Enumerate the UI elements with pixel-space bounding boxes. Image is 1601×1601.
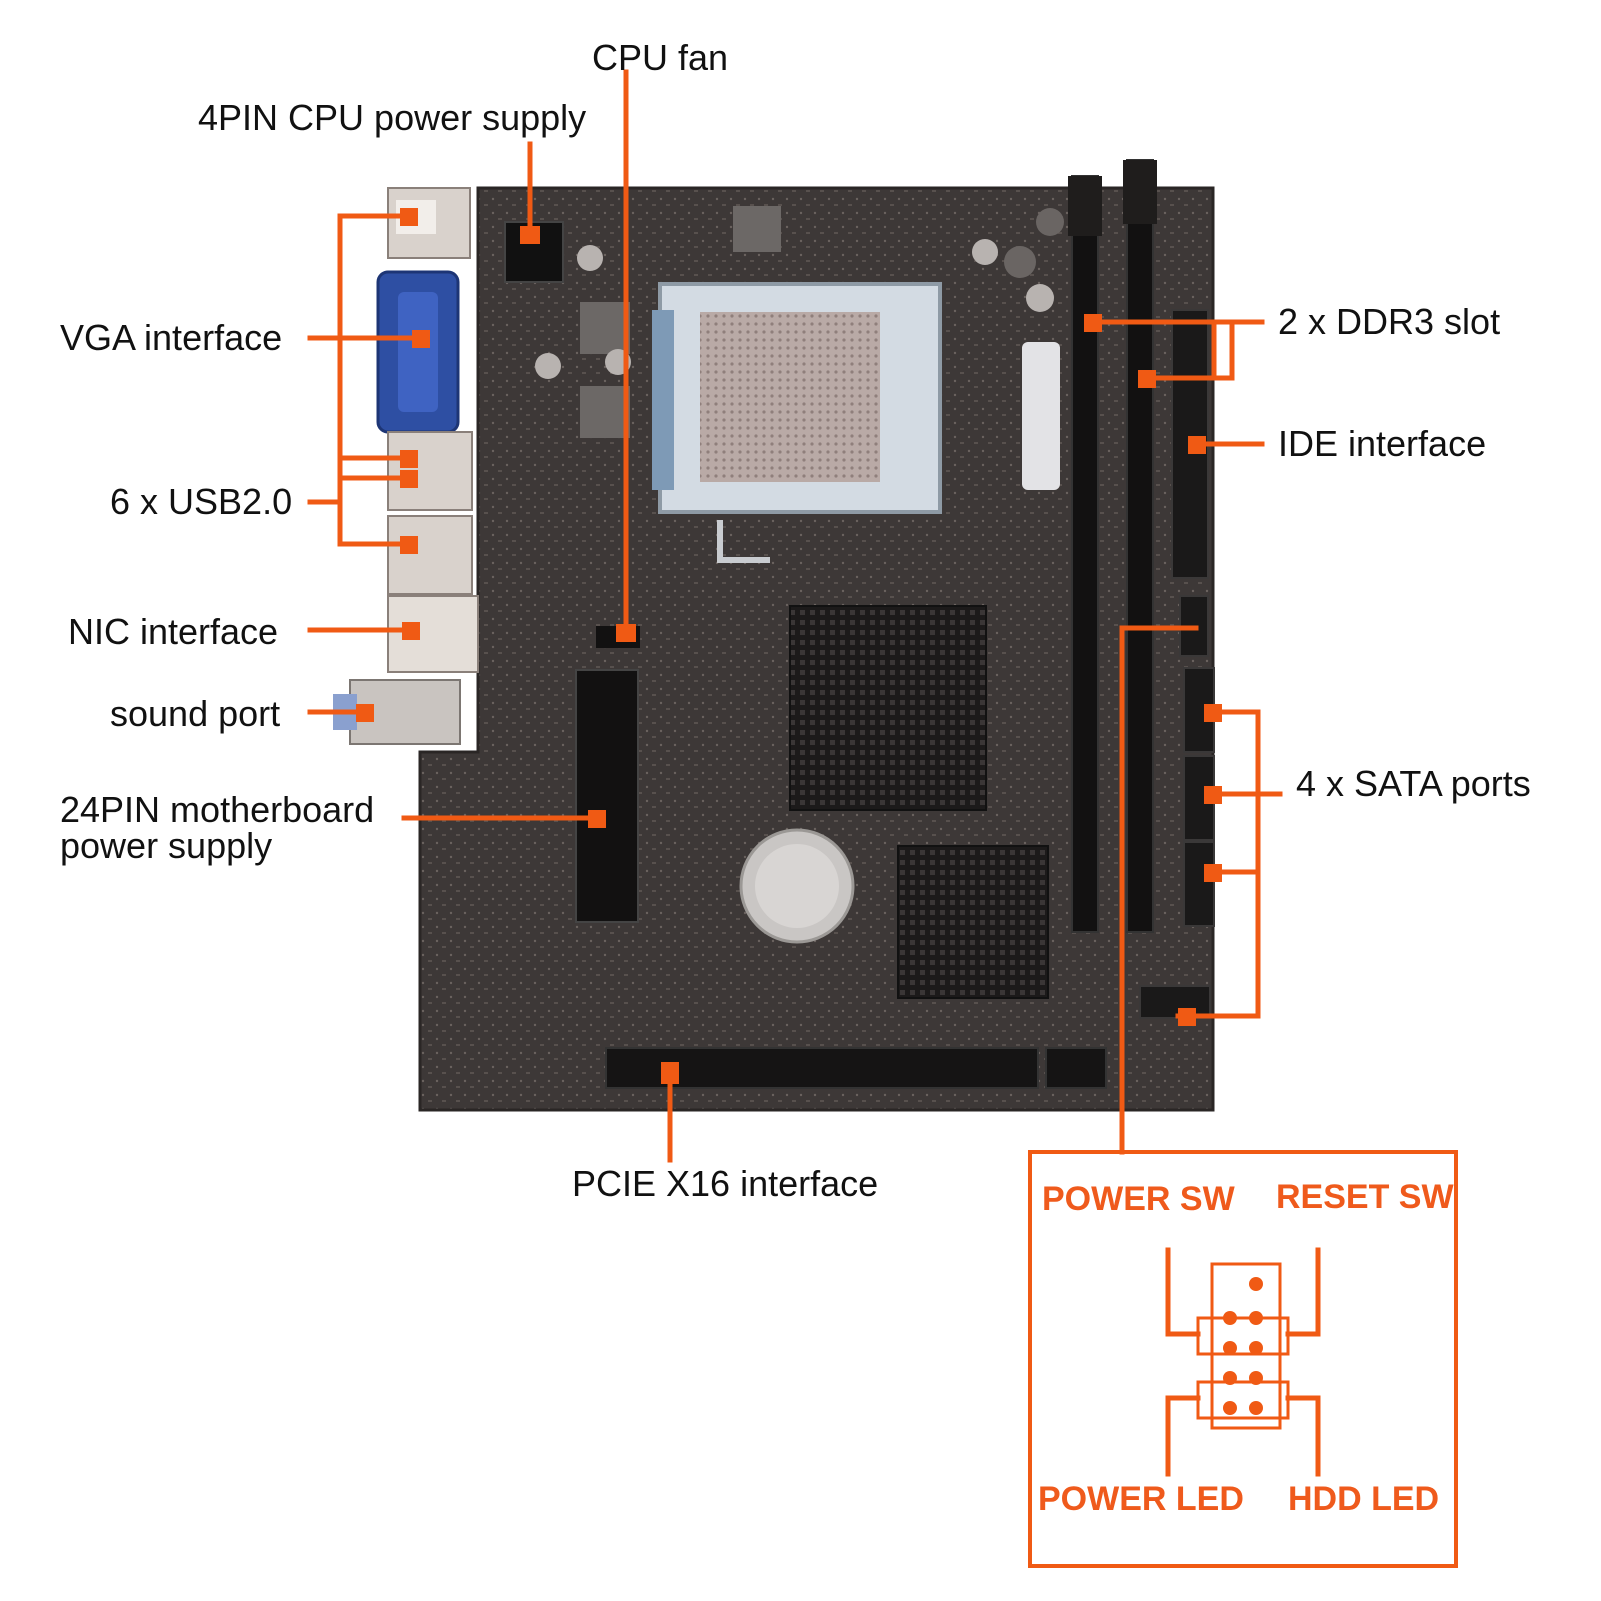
marker-usb-1 [400, 208, 418, 226]
rj45-port [387, 595, 479, 673]
header-pin [1223, 1311, 1237, 1325]
choke-3 [733, 206, 781, 252]
marker-sound [356, 704, 374, 722]
ddr3-slot-1 [1071, 175, 1099, 933]
label-ddr3: 2 x DDR3 slot [1278, 301, 1500, 342]
marker-usb-3 [400, 470, 418, 488]
marker-ddr3-1 [1084, 314, 1102, 332]
capacitor [535, 353, 561, 379]
header-pin [1223, 1401, 1237, 1415]
ddr3-latch [1123, 160, 1157, 224]
header-pin [1223, 1371, 1237, 1385]
label-atx-line2: power supply [60, 825, 272, 866]
marker-pcie [661, 1062, 679, 1084]
cpu-socket [652, 282, 942, 563]
cmos-battery-face [755, 844, 839, 928]
vga-connector-face [398, 292, 438, 412]
capacitor [972, 239, 998, 265]
choke-1 [580, 302, 630, 354]
header-pin [1223, 1341, 1237, 1355]
label-usb: 6 x USB2.0 [110, 481, 292, 522]
marker-cpu-fan [616, 624, 636, 642]
label-pcie: PCIE X16 interface [572, 1163, 878, 1204]
front-panel-inset: POWER SW RESET SW POWER LED HDD LED [1028, 1150, 1458, 1568]
northbridge-heatsink [789, 605, 987, 811]
socket-lever [717, 520, 770, 563]
wire-reset-sw [1285, 1247, 1321, 1337]
marker-cpu-power [520, 226, 540, 244]
choke-round [1004, 246, 1036, 278]
header-pin [1249, 1311, 1263, 1325]
marker-sata-1 [1204, 704, 1222, 722]
leader-usb-bracket [337, 213, 411, 547]
label-cpu-power: 4PIN CPU power supply [198, 97, 586, 138]
label-atx-line1: 24PIN motherboard [60, 789, 374, 830]
marker-ddr3-2 [1138, 370, 1156, 388]
marker-atx [588, 810, 606, 828]
label-cpu-fan: CPU fan [592, 37, 728, 78]
ddr3-slot-2 [1126, 159, 1154, 933]
marker-sata-2 [1204, 786, 1222, 804]
header-outline [1210, 1262, 1282, 1430]
marker-usb-2 [400, 450, 418, 468]
label-hdd-led: HDD LED [1288, 1480, 1439, 1518]
vrm-area [535, 206, 1064, 490]
header-pin [1249, 1341, 1263, 1355]
leader-ddr3-2 [1143, 319, 1235, 381]
marker-sata-4 [1178, 1008, 1196, 1026]
wire-hdd-led [1285, 1395, 1321, 1477]
choke-round [1036, 208, 1064, 236]
inset-frame [1028, 1150, 1458, 1568]
sata-ports [1139, 667, 1215, 1019]
label-power-sw: POWER SW [1042, 1180, 1236, 1218]
marker-usb-4 [400, 536, 418, 554]
marker-sata-3 [1204, 864, 1222, 882]
label-sata: 4 x SATA ports [1296, 763, 1531, 804]
header-pin [1249, 1277, 1263, 1291]
sata-port-3 [1183, 841, 1215, 927]
socket-pins [700, 312, 880, 482]
wire-power-sw [1165, 1247, 1201, 1337]
usb-port-pair-2 [387, 515, 473, 595]
choke-2 [580, 386, 630, 438]
label-sound: sound port [110, 693, 280, 734]
label-reset-sw: RESET SW [1276, 1178, 1454, 1216]
atx-24pin-connector [575, 669, 639, 923]
ddr3-slots [1068, 159, 1157, 933]
bios-sticker [1022, 342, 1060, 490]
header-pin [1249, 1371, 1263, 1385]
label-power-led: POWER LED [1038, 1480, 1244, 1518]
capacitor [1026, 284, 1054, 312]
wire-power-led [1165, 1395, 1201, 1477]
southbridge-heatsink [897, 845, 1049, 999]
header-pin [1249, 1401, 1263, 1415]
rear-io [333, 187, 479, 745]
marker-nic [402, 622, 420, 640]
marker-ide [1188, 436, 1206, 454]
label-nic: NIC interface [68, 611, 278, 652]
label-ide: IDE interface [1278, 423, 1486, 464]
callout-lines [307, 69, 1283, 1163]
capacitor [577, 245, 603, 271]
label-vga: VGA interface [60, 317, 282, 358]
leader-front-panel [1119, 625, 1199, 1155]
pcie-x1-slot [1045, 1047, 1107, 1089]
marker-vga [412, 330, 430, 348]
leader-sata-bracket [1175, 709, 1261, 1019]
ddr3-latch [1068, 176, 1102, 236]
socket-lever-bracket [652, 310, 674, 490]
sata-port-4 [1139, 985, 1211, 1019]
